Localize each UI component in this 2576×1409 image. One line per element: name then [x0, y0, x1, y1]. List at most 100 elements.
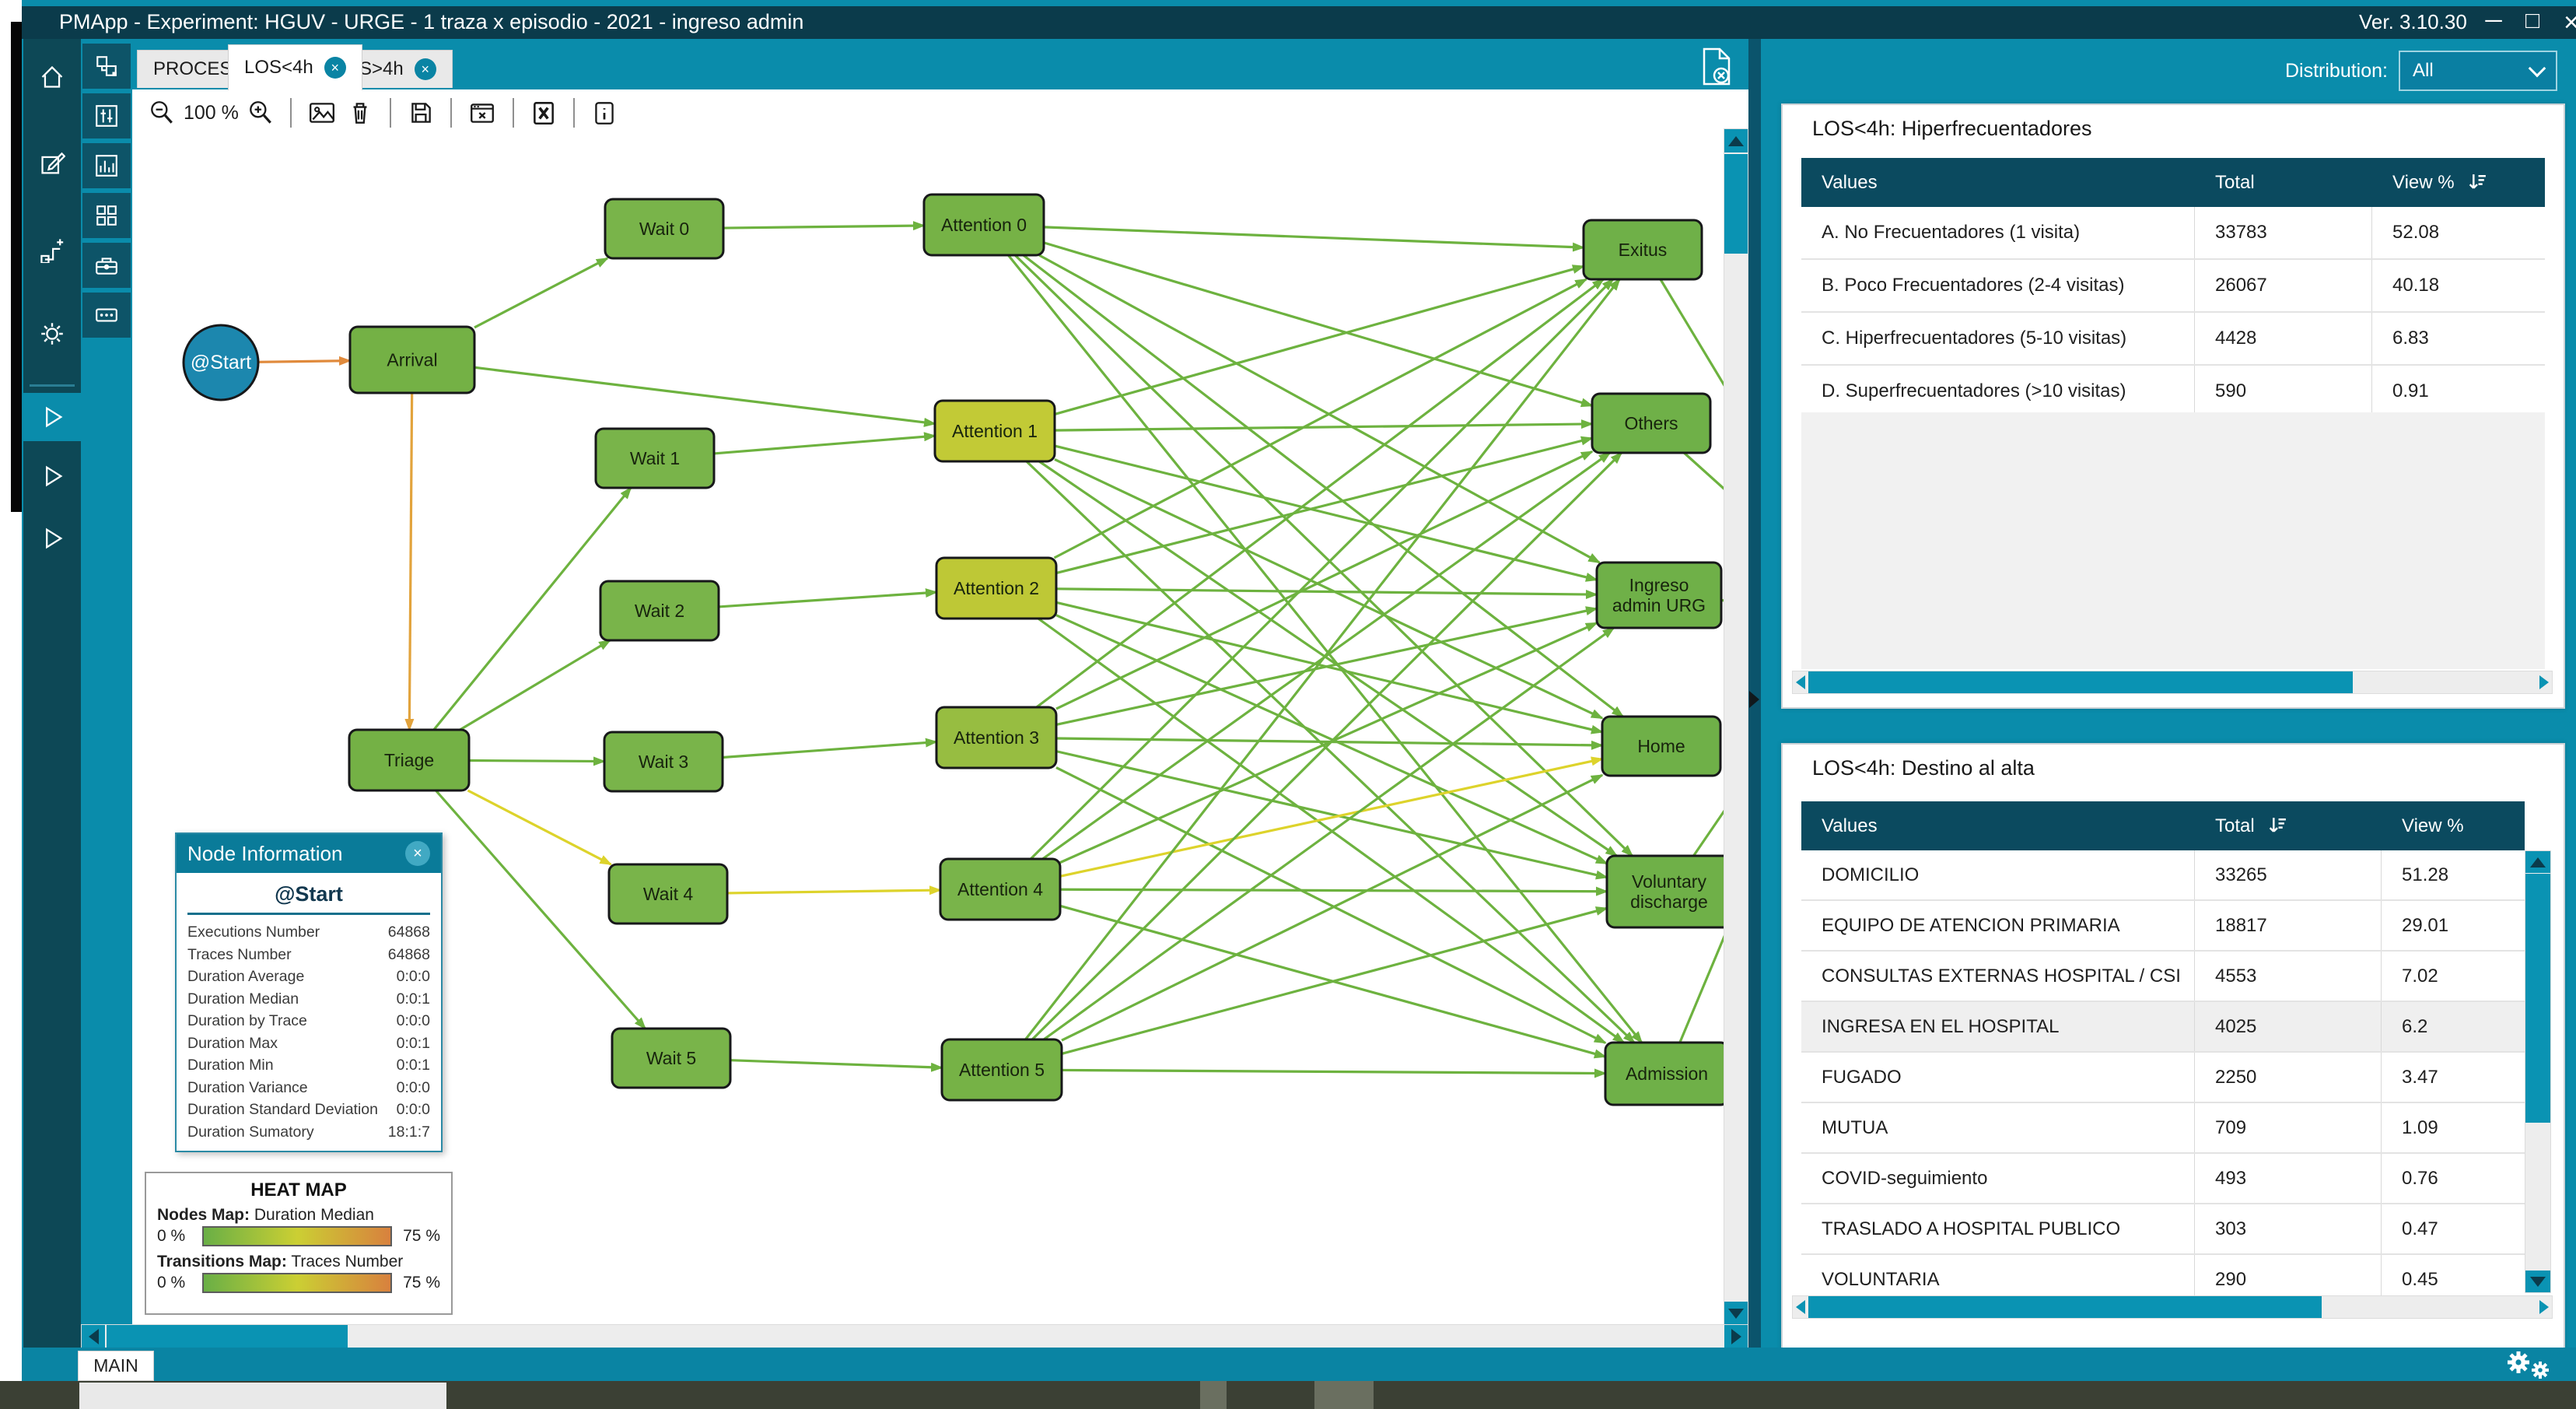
diagram-node-admission[interactable]: Admission: [1604, 1041, 1724, 1106]
info-icon[interactable]: [590, 99, 618, 127]
canvas-hscrollbar[interactable]: [81, 1324, 1748, 1349]
hscroll-thumb[interactable]: [1808, 1296, 2322, 1318]
row-total: 26067: [2195, 260, 2372, 311]
row-value: CONSULTAS EXTERNAS HOSPITAL / CSI: [1801, 952, 2195, 1001]
run-button-2[interactable]: [23, 452, 81, 500]
settings-gear-icon[interactable]: [23, 310, 81, 358]
scroll-left-button[interactable]: [1796, 1300, 1805, 1314]
zoom-out-icon[interactable]: [148, 99, 176, 127]
close-view-icon[interactable]: [1697, 47, 1736, 87]
diagram-edge: [730, 1059, 943, 1072]
splitter-collapse-icon[interactable]: [1749, 691, 1759, 708]
table-row[interactable]: C. Hiperfrecuentadores (5-10 visitas)442…: [1801, 313, 2545, 366]
hscroll-thumb[interactable]: [107, 1325, 348, 1348]
column-header-view-pct[interactable]: View %: [2372, 158, 2545, 207]
diagram-node-wait4[interactable]: Wait 4: [607, 863, 729, 925]
row-value: MUTUA: [1801, 1103, 2195, 1152]
diagram-node-arrival[interactable]: Arrival: [348, 325, 476, 394]
add-trace-icon[interactable]: [23, 226, 81, 274]
card1-hscrollbar[interactable]: [1792, 671, 2553, 694]
scroll-up-button[interactable]: [1724, 129, 1748, 152]
column-header-values[interactable]: Values: [1822, 815, 1878, 836]
diagram-node-att2[interactable]: Attention 2: [935, 556, 1058, 620]
tab-close-icon[interactable]: ×: [414, 58, 436, 80]
column-header-total[interactable]: Total: [2195, 801, 2382, 850]
maximize-button[interactable]: □: [2525, 8, 2540, 33]
scroll-up-button[interactable]: [2525, 851, 2550, 873]
filters-icon[interactable]: [82, 93, 131, 138]
card2-vscrollbar[interactable]: [2525, 850, 2551, 1293]
diagram-node-start[interactable]: @Start: [182, 324, 260, 401]
vscroll-thumb[interactable]: [1724, 154, 1748, 254]
zoom-in-icon[interactable]: [247, 99, 275, 127]
diagram-node-triage[interactable]: Triage: [348, 728, 471, 792]
diagram-node-home[interactable]: Home: [1601, 715, 1722, 777]
hscroll-thumb[interactable]: [1808, 671, 2353, 693]
scroll-right-button[interactable]: [1724, 1325, 1748, 1348]
edit-icon[interactable]: [23, 140, 81, 188]
distribution-dropdown[interactable]: All: [2399, 51, 2557, 91]
diagram-node-att1[interactable]: Attention 1: [933, 399, 1056, 463]
diagram-node-others[interactable]: Others: [1591, 392, 1712, 454]
main-view-tab[interactable]: MAIN: [78, 1351, 154, 1381]
node-information-header[interactable]: Node Information ×: [177, 834, 441, 873]
process-map-icon[interactable]: [82, 44, 131, 89]
card2-hscrollbar[interactable]: [1792, 1295, 2553, 1319]
close-window-icon[interactable]: [467, 99, 497, 127]
charts-icon[interactable]: [82, 143, 131, 188]
minimize-button[interactable]: ─: [2485, 8, 2502, 33]
panel-splitter[interactable]: [1748, 39, 1761, 1348]
diagram-node-wait3[interactable]: Wait 3: [603, 731, 724, 793]
scroll-down-button[interactable]: [1724, 1302, 1748, 1325]
panel-close-icon[interactable]: ×: [405, 841, 430, 866]
diagram-node-exitus[interactable]: Exitus: [1582, 219, 1703, 281]
diagram-node-wait1[interactable]: Wait 1: [594, 427, 716, 489]
column-header-values[interactable]: Values: [1822, 171, 1878, 193]
export-excel-icon[interactable]: [530, 99, 558, 127]
diagram-node-att5[interactable]: Attention 5: [940, 1038, 1063, 1102]
canvas-vscrollbar[interactable]: [1724, 128, 1748, 1326]
run-button-3[interactable]: [23, 514, 81, 563]
diagram-node-att0[interactable]: Attention 0: [922, 193, 1045, 257]
diagram-node-att3[interactable]: Attention 3: [935, 706, 1058, 769]
dashboard-grid-icon[interactable]: [82, 193, 131, 238]
close-button[interactable]: ×: [2564, 8, 2576, 37]
column-header-view-pct[interactable]: View %: [2402, 815, 2464, 836]
nodes-gradient-bar: [202, 1226, 392, 1246]
scroll-right-button[interactable]: [2539, 1300, 2549, 1314]
vscroll-thumb[interactable]: [2525, 874, 2550, 1123]
export-image-icon[interactable]: [307, 99, 337, 127]
diagram-node-wait5[interactable]: Wait 5: [611, 1027, 732, 1089]
home-icon[interactable]: [23, 53, 81, 101]
toolbox-icon[interactable]: [82, 243, 131, 288]
scroll-right-button[interactable]: [2539, 675, 2549, 689]
tab-los-lt-4h[interactable]: LOS<4h ×: [228, 44, 362, 90]
column-header-total[interactable]: Total: [2215, 171, 2255, 193]
tab-close-icon[interactable]: ×: [324, 57, 346, 79]
diagram-node-wait2[interactable]: Wait 2: [599, 580, 720, 642]
table-row[interactable]: B. Poco Frecuentadores (2-4 visitas)2606…: [1801, 260, 2545, 313]
node-information-panel: Node Information × @Start Executions Num…: [175, 832, 443, 1152]
run-button-active[interactable]: [23, 393, 81, 441]
scroll-left-button[interactable]: [1796, 675, 1805, 689]
save-icon[interactable]: [407, 99, 435, 127]
diagram-node-wait0[interactable]: Wait 0: [604, 198, 725, 260]
scroll-left-button[interactable]: [82, 1325, 105, 1348]
settings-gears-icon[interactable]: [2501, 1350, 2560, 1381]
scroll-down-button[interactable]: [2525, 1271, 2550, 1292]
more-options-icon[interactable]: [82, 293, 131, 338]
diagram-node-att4[interactable]: Attention 4: [939, 857, 1062, 921]
delete-icon[interactable]: [346, 99, 374, 127]
